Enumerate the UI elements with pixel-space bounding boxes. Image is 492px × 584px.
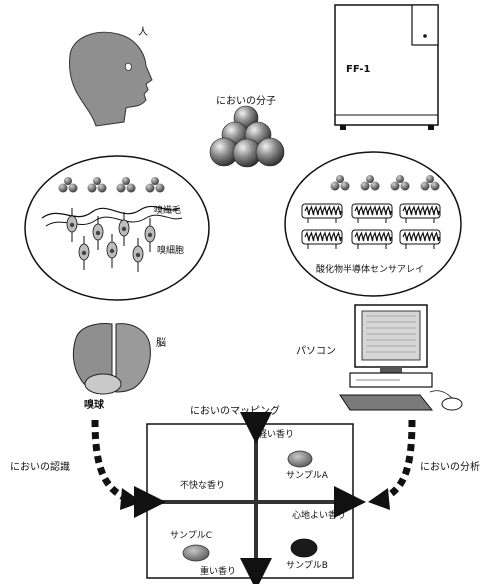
sample-a-label: サンプルA <box>286 471 328 481</box>
odor-molecule-small-icon <box>390 175 410 191</box>
gas-sensor-icon <box>351 229 393 249</box>
odor-mapping-title: においのマッピング <box>190 406 280 417</box>
olfactory-cell-icon <box>78 236 90 270</box>
computer-icon <box>339 304 463 411</box>
gas-sensor-icon <box>301 229 343 249</box>
odor-molecule-small-icon <box>420 175 440 191</box>
sensor-array-label: 酸化物半導体センサアレイ <box>316 265 425 275</box>
olfactory-cells-label: 嗅細胞 <box>157 246 185 256</box>
gas-sensor-icon <box>399 203 441 223</box>
odor-molecule-small-icon <box>330 175 350 191</box>
axis-pleasant-label: 心地よい香り <box>292 511 347 521</box>
olfactory-cell-icon <box>132 238 144 272</box>
olfactory-cilia-label: 嗅繊毛 <box>154 206 182 216</box>
sample-b-blob <box>290 538 318 558</box>
computer-label: パソコン <box>296 346 336 357</box>
sample-c-label: サンプルC <box>170 531 213 541</box>
olfactory-cell-icon <box>106 234 118 268</box>
axis-unpleasant-label: 不快な香り <box>180 481 226 491</box>
odor-molecule-small-icon <box>58 177 78 193</box>
odor-molecule-icon <box>209 105 285 168</box>
device-model-label: FF-1 <box>346 64 371 75</box>
gas-sensor-icon <box>301 203 343 223</box>
odor-molecule-small-icon <box>360 175 380 191</box>
odor-recognition-label: においの認識 <box>10 462 70 473</box>
odor-molecule-small-icon <box>87 177 107 193</box>
brain-label: 脳 <box>156 338 166 349</box>
gas-sensor-icon <box>399 229 441 249</box>
brain-icon <box>72 323 151 395</box>
sample-c-blob <box>182 544 210 562</box>
human-head-icon <box>69 31 153 127</box>
axis-light-label: 軽い香り <box>258 430 295 440</box>
odor-molecule-small-icon <box>116 177 136 193</box>
odor-mapping-box <box>134 412 366 584</box>
ff1-device <box>334 4 439 130</box>
olfactory-cell-icon <box>118 212 130 246</box>
odor-molecule-label: においの分子 <box>216 96 276 107</box>
human-label: 人 <box>138 27 148 38</box>
recognition-arrow <box>91 419 132 504</box>
olfactory-cell-icon <box>92 216 104 250</box>
gas-sensor-icon <box>351 203 393 223</box>
sample-a-blob <box>287 450 313 468</box>
analysis-arrow <box>378 419 416 504</box>
odor-analysis-label: においの分析 <box>420 462 480 473</box>
sensor-array-ellipse <box>284 151 462 297</box>
olfactory-bulb-label: 嗅球 <box>84 400 104 411</box>
sample-b-label: サンプルB <box>286 561 328 571</box>
olfactory-cell-icon <box>66 208 78 242</box>
olfactory-cells-ellipse <box>24 155 210 301</box>
olfactory-cell-icon <box>144 218 156 252</box>
odor-molecule-small-icon <box>145 177 165 193</box>
axis-heavy-label: 重い香り <box>200 567 237 577</box>
